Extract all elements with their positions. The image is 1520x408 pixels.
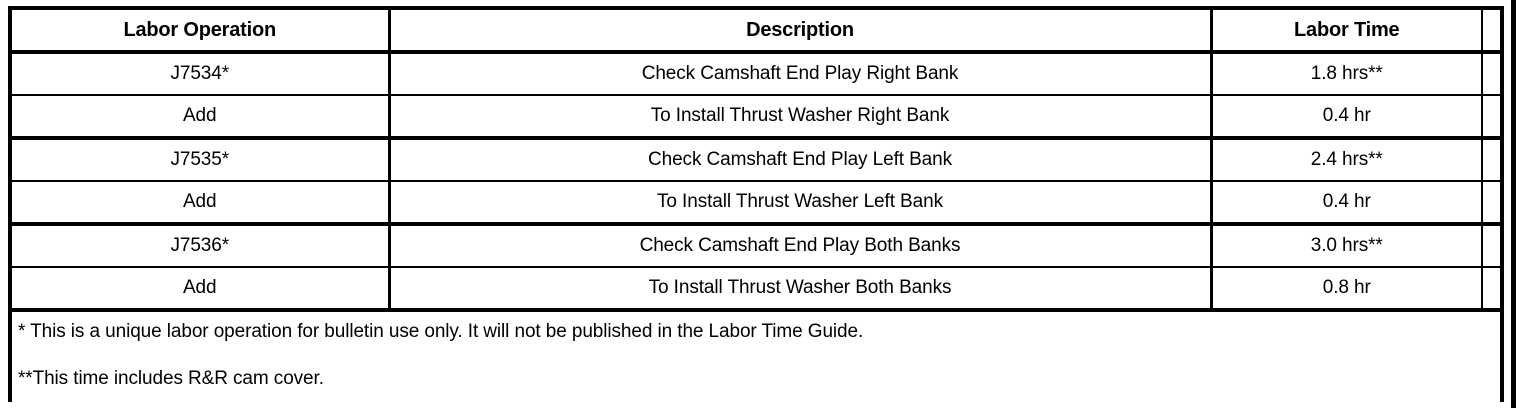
cell-labor-time: 0.4 hr xyxy=(1211,181,1483,226)
table-header-row: Labor Operation Description Labor Time xyxy=(12,10,1500,54)
cell-labor-time: 2.4 hrs** xyxy=(1211,138,1483,182)
cell-spacer xyxy=(1482,267,1500,310)
labor-operation-table-frame: Labor Operation Description Labor Time J… xyxy=(8,6,1504,408)
footnote-double-asterisk: **This time includes R&R cam cover. xyxy=(18,368,324,389)
page-right-margin-rule xyxy=(1511,0,1516,408)
column-header-description: Description xyxy=(389,10,1213,54)
cell-description: Check Camshaft End Play Left Bank xyxy=(389,138,1213,182)
cell-spacer xyxy=(1482,181,1500,226)
cell-labor-operation: Add xyxy=(12,181,391,226)
table-row: Add To Install Thrust Washer Both Banks … xyxy=(12,267,1500,310)
cell-labor-time: 3.0 hrs** xyxy=(1211,224,1483,268)
labor-operation-table: Labor Operation Description Labor Time J… xyxy=(12,10,1500,408)
cell-labor-time: 0.4 hr xyxy=(1211,95,1483,140)
cell-labor-operation: Add xyxy=(12,267,391,310)
footnote-spacer xyxy=(18,343,1500,368)
column-header-labor-time: Labor Time xyxy=(1211,10,1483,54)
table-row: J7534* Check Camshaft End Play Right Ban… xyxy=(12,52,1500,96)
table-row: J7536* Check Camshaft End Play Both Bank… xyxy=(12,224,1500,268)
cell-description: To Install Thrust Washer Left Bank xyxy=(389,181,1213,226)
cell-spacer xyxy=(1482,138,1500,182)
footnote-section: * This is a unique labor operation for b… xyxy=(12,308,1500,408)
cell-spacer xyxy=(1482,95,1500,140)
cell-labor-operation: J7534* xyxy=(12,52,391,96)
table-row: Add To Install Thrust Washer Left Bank 0… xyxy=(12,181,1500,226)
cell-spacer xyxy=(1482,224,1500,268)
column-header-spacer xyxy=(1482,10,1500,54)
cell-labor-operation: J7535* xyxy=(12,138,391,182)
footnote-cell: * This is a unique labor operation for b… xyxy=(12,308,1500,408)
column-header-labor-operation: Labor Operation xyxy=(12,10,391,54)
table-row: J7535* Check Camshaft End Play Left Bank… xyxy=(12,138,1500,182)
cell-labor-operation: J7536* xyxy=(12,224,391,268)
cell-description: To Install Thrust Washer Right Bank xyxy=(389,95,1213,140)
table-row: Add To Install Thrust Washer Right Bank … xyxy=(12,95,1500,140)
cell-labor-time: 0.8 hr xyxy=(1211,267,1483,310)
cell-labor-time: 1.8 hrs** xyxy=(1211,52,1483,96)
cell-spacer xyxy=(1482,52,1500,96)
cell-description: Check Camshaft End Play Right Bank xyxy=(389,52,1213,96)
cell-description: To Install Thrust Washer Both Banks xyxy=(389,267,1213,310)
cell-description: Check Camshaft End Play Both Banks xyxy=(389,224,1213,268)
footnote-single-asterisk: * This is a unique labor operation for b… xyxy=(18,321,864,342)
cell-labor-operation: Add xyxy=(12,95,391,140)
